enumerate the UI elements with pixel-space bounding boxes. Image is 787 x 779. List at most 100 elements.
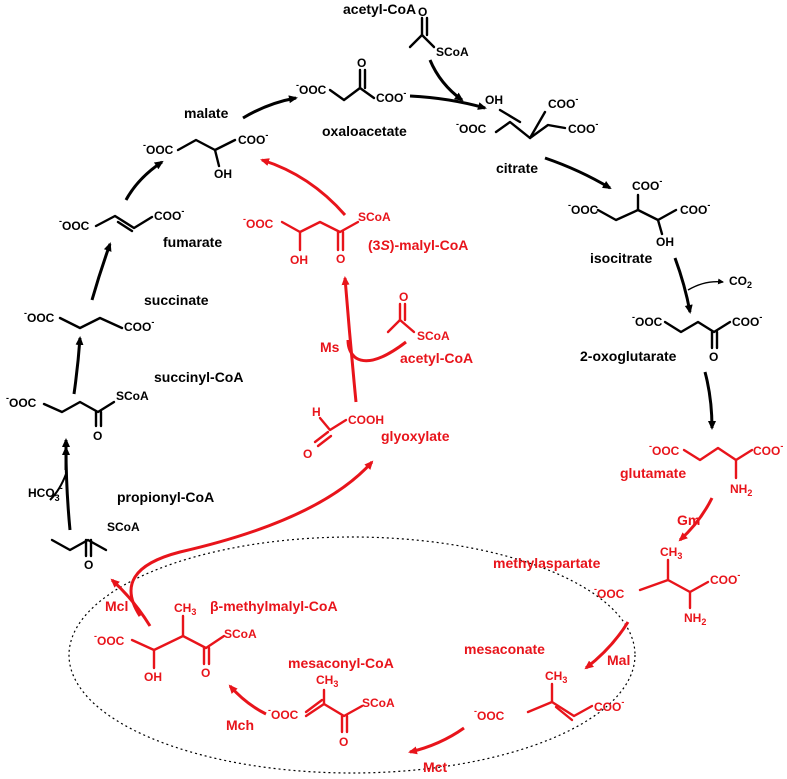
svg-text:-OOC: -OOC <box>632 312 663 329</box>
enzyme-mct: Mct <box>423 759 447 775</box>
malyl-coa-structure: -OOC OH O SCoA <box>243 210 391 267</box>
malate-structure: -OOC OH COO- <box>143 130 268 181</box>
svg-text:CH3: CH3 <box>545 669 567 685</box>
svg-text:OH: OH <box>290 253 308 267</box>
svg-text:-OOC: -OOC <box>594 584 625 601</box>
arrow-mesaconate-to-mesaconyl-coa <box>408 726 465 755</box>
svg-text:-OOC: -OOC <box>296 80 327 97</box>
svg-text:COO-: COO- <box>732 312 762 329</box>
arrow-succinate-to-fumarate <box>90 242 112 301</box>
enzyme-ms: Ms <box>320 339 340 355</box>
svg-text:O: O <box>339 735 348 749</box>
svg-text:O: O <box>93 429 102 443</box>
svg-text:-OOC: -OOC <box>649 441 680 458</box>
svg-text:O: O <box>399 290 408 304</box>
svg-text:-OOC: -OOC <box>456 119 487 136</box>
svg-text:OH: OH <box>485 93 503 107</box>
enzyme-gm: Gm <box>677 512 700 528</box>
oxoglutarate-structure: -OOC O COO- <box>632 312 762 364</box>
svg-text:COO-: COO- <box>594 697 624 714</box>
glutamate-label: glutamate <box>620 465 686 481</box>
svg-text:O: O <box>418 5 427 19</box>
svg-text:SCoA: SCoA <box>107 520 140 534</box>
svg-text:O: O <box>84 558 93 572</box>
svg-text:COO-: COO- <box>632 176 662 193</box>
arrow-succinyl-coa-to-succinate <box>72 336 84 395</box>
methylaspartate-label: methylaspartate <box>493 555 601 571</box>
succinyl-coa-structure: -OOC O SCoA <box>6 389 149 443</box>
svg-text:COOH: COOH <box>348 413 384 427</box>
arrow-methylaspartate-to-mesaconate <box>584 621 630 670</box>
svg-text:OH: OH <box>214 167 232 181</box>
citrate-label: citrate <box>496 160 538 176</box>
arrow-glutamate-to-methylaspartate <box>678 497 714 542</box>
svg-text:SCoA: SCoA <box>224 627 257 641</box>
arrow-glyoxylate-to-malyl-coa <box>341 276 358 403</box>
arrow-co2-release <box>687 278 724 291</box>
svg-text:-OOC: -OOC <box>568 200 599 217</box>
isocitrate-label: isocitrate <box>590 250 652 266</box>
svg-text:NH2: NH2 <box>730 482 752 498</box>
svg-text:COO-: COO- <box>568 119 598 136</box>
svg-text:-OOC: -OOC <box>268 705 299 722</box>
svg-text:-OOC: -OOC <box>24 308 55 325</box>
svg-text:COO-: COO- <box>154 206 184 223</box>
oxaloacetate-structure: -OOC O COO- <box>296 56 406 105</box>
svg-text:SCoA: SCoA <box>116 389 149 403</box>
svg-text:NH2: NH2 <box>684 611 706 627</box>
methylmalyl-coa-label: β-methylmalyl-CoA <box>210 598 338 614</box>
methylaspartate-structure: CH3 -OOC COO- NH2 <box>594 545 740 627</box>
svg-text:SCoA: SCoA <box>358 210 391 224</box>
svg-text:CH3: CH3 <box>316 673 338 689</box>
svg-text:COO-: COO- <box>124 317 154 334</box>
bicarbonate-label: HCO3- <box>28 483 63 503</box>
arrow-citrate-to-isocitrate <box>544 156 612 190</box>
arrow-mesaconyl-coa-to-methylmalyl-coa <box>228 684 267 716</box>
enzyme-mch: Mch <box>226 717 254 733</box>
arrow-fumarate-to-malate <box>124 160 164 201</box>
svg-text:O: O <box>336 252 345 266</box>
svg-text:O: O <box>357 56 366 70</box>
propionyl-coa-label: propionyl-CoA <box>117 489 214 505</box>
arrow-acetyl-coa-into-citrate <box>428 59 464 102</box>
svg-text:SCoA: SCoA <box>362 696 395 710</box>
isocitrate-structure: COO- -OOC COO- OH <box>568 176 710 249</box>
svg-text:O: O <box>201 666 210 680</box>
svg-text:COO-: COO- <box>680 200 710 217</box>
malate-label: malate <box>184 105 229 121</box>
svg-text:-OOC: -OOC <box>243 214 274 231</box>
arrow-methylmalyl-coa-to-glyoxylate <box>129 460 374 617</box>
mesaconate-structure: CH3 -OOC COO- <box>474 669 624 723</box>
svg-text:OH: OH <box>656 235 674 249</box>
svg-text:COO-: COO- <box>238 130 268 147</box>
methylmalyl-region-ellipse <box>68 536 636 774</box>
mesaconate-label: mesaconate <box>464 641 545 657</box>
propionyl-coa-structure: O SCoA <box>50 520 140 572</box>
arrow-isocitrate-to-oxoglutarate <box>673 257 693 314</box>
svg-text:COO-: COO- <box>753 441 783 458</box>
acetyl-coa-mid-structure: O SCoA <box>386 290 450 343</box>
enzyme-mcl: Mcl <box>105 598 128 614</box>
arrow-oxaloacetate-to-citrate <box>409 94 487 110</box>
fumarate-label: fumarate <box>163 234 222 250</box>
svg-text:O: O <box>303 447 312 461</box>
malyl-coa-label: (3S)-malyl-CoA <box>368 237 468 253</box>
methylmalyl-coa-structure: CH3 OH O -OOC SCoA <box>94 601 257 684</box>
svg-text:-OOC: -OOC <box>474 706 505 723</box>
co2-label: CO2 <box>729 274 752 290</box>
svg-text:COO-: COO- <box>710 570 740 587</box>
mesaconyl-coa-label: mesaconyl-CoA <box>288 655 394 671</box>
svg-text:-OOC: -OOC <box>6 393 37 410</box>
svg-text:H: H <box>312 405 321 419</box>
svg-text:CH3: CH3 <box>174 601 196 617</box>
oxaloacetate-label: oxaloacetate <box>322 123 407 139</box>
acetyl-coa-top-label: acetyl-CoA <box>343 1 416 17</box>
glutamate-structure: -OOC NH2 COO- <box>649 441 783 498</box>
svg-text:-OOC: -OOC <box>59 216 90 233</box>
svg-text:-OOC: -OOC <box>94 631 125 648</box>
glyoxylate-structure: H O COOH <box>303 405 384 461</box>
arrow-acetyl-coa-into-ms <box>346 339 407 363</box>
acetyl-coa-top-structure: O SCoA <box>408 5 469 59</box>
succinate-structure: -OOC COO- <box>24 308 154 334</box>
